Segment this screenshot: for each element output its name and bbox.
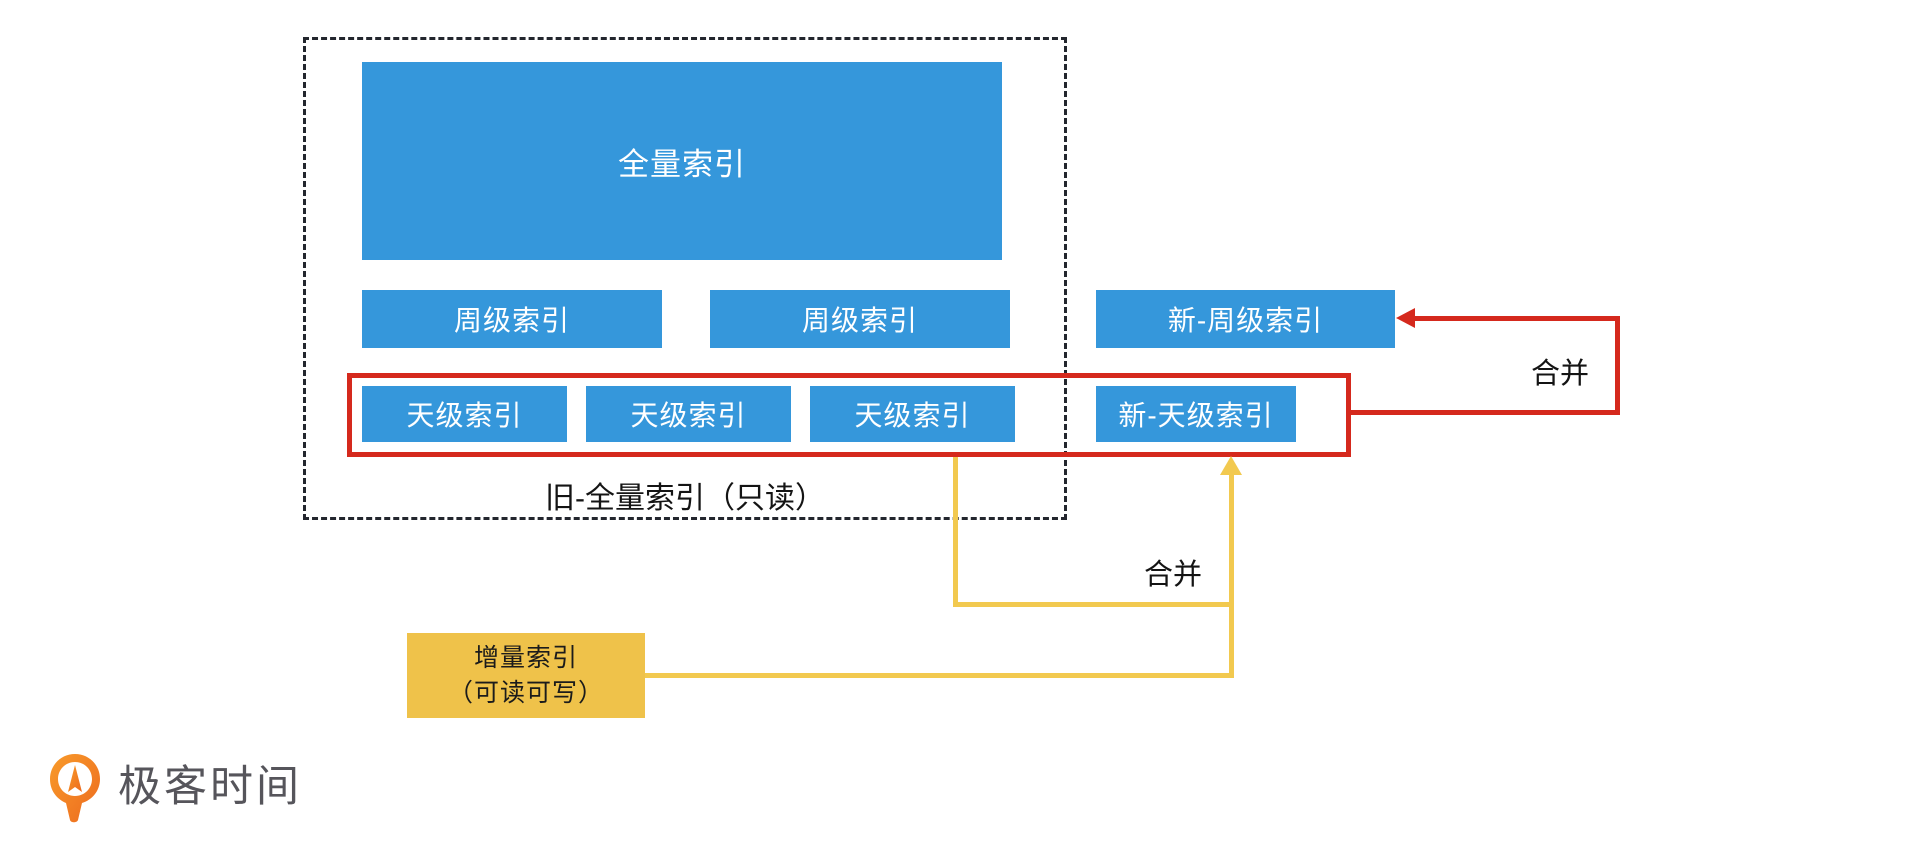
incremental-index-label-line2: （可读可写） <box>447 678 604 707</box>
incremental-index-box: 增量索引 （可读可写） <box>407 633 645 718</box>
yellow-connector-dayrow-vertical <box>953 457 958 607</box>
yellow-arrowhead-icon <box>1220 456 1242 475</box>
full-index-box: 全量索引 <box>362 62 1002 260</box>
incremental-index-label-line1: 增量索引 <box>473 643 578 672</box>
new-week-index-label: 新-周级索引 <box>1167 305 1324 336</box>
day-index-box-1: 天级索引 <box>362 386 567 442</box>
red-connector-bottom-segment <box>1351 410 1620 415</box>
brand-logo-text: 极客时间 <box>118 763 302 811</box>
day-index-label: 天级索引 <box>630 400 747 431</box>
day-index-box-2: 天级索引 <box>586 386 791 442</box>
new-day-index-label: 新-天级索引 <box>1118 400 1274 431</box>
merge-label-yellow: 合并 <box>1143 559 1202 591</box>
old-full-index-dashed-container <box>303 37 1067 520</box>
day-index-row-highlight-rect <box>347 373 1351 457</box>
full-index-label: 全量索引 <box>618 146 746 182</box>
yellow-connector-up-vertical <box>1229 473 1234 678</box>
yellow-connector-incremental-horizontal <box>645 673 1234 678</box>
day-index-label: 天级索引 <box>406 400 523 431</box>
day-index-box-3: 天级索引 <box>810 386 1015 442</box>
week-index-box-2: 周级索引 <box>710 290 1010 348</box>
red-arrowhead-icon <box>1396 308 1415 328</box>
week-index-box-1: 周级索引 <box>362 290 662 348</box>
geektime-logo-icon <box>50 754 100 823</box>
merge-label-red: 合并 <box>1530 358 1589 390</box>
red-connector-top-segment <box>1411 316 1620 321</box>
week-index-label: 周级索引 <box>801 305 918 336</box>
brand-logo: 极客时间 <box>46 750 302 828</box>
yellow-connector-dayrow-horizontal <box>953 602 1234 607</box>
new-week-index-box: 新-周级索引 <box>1096 290 1395 348</box>
week-index-label: 周级索引 <box>453 305 570 336</box>
day-index-label: 天级索引 <box>854 400 971 431</box>
red-connector-vertical-segment <box>1615 318 1620 415</box>
old-full-index-caption: 旧-全量索引（只读） <box>545 482 825 515</box>
new-day-index-box: 新-天级索引 <box>1096 386 1296 442</box>
